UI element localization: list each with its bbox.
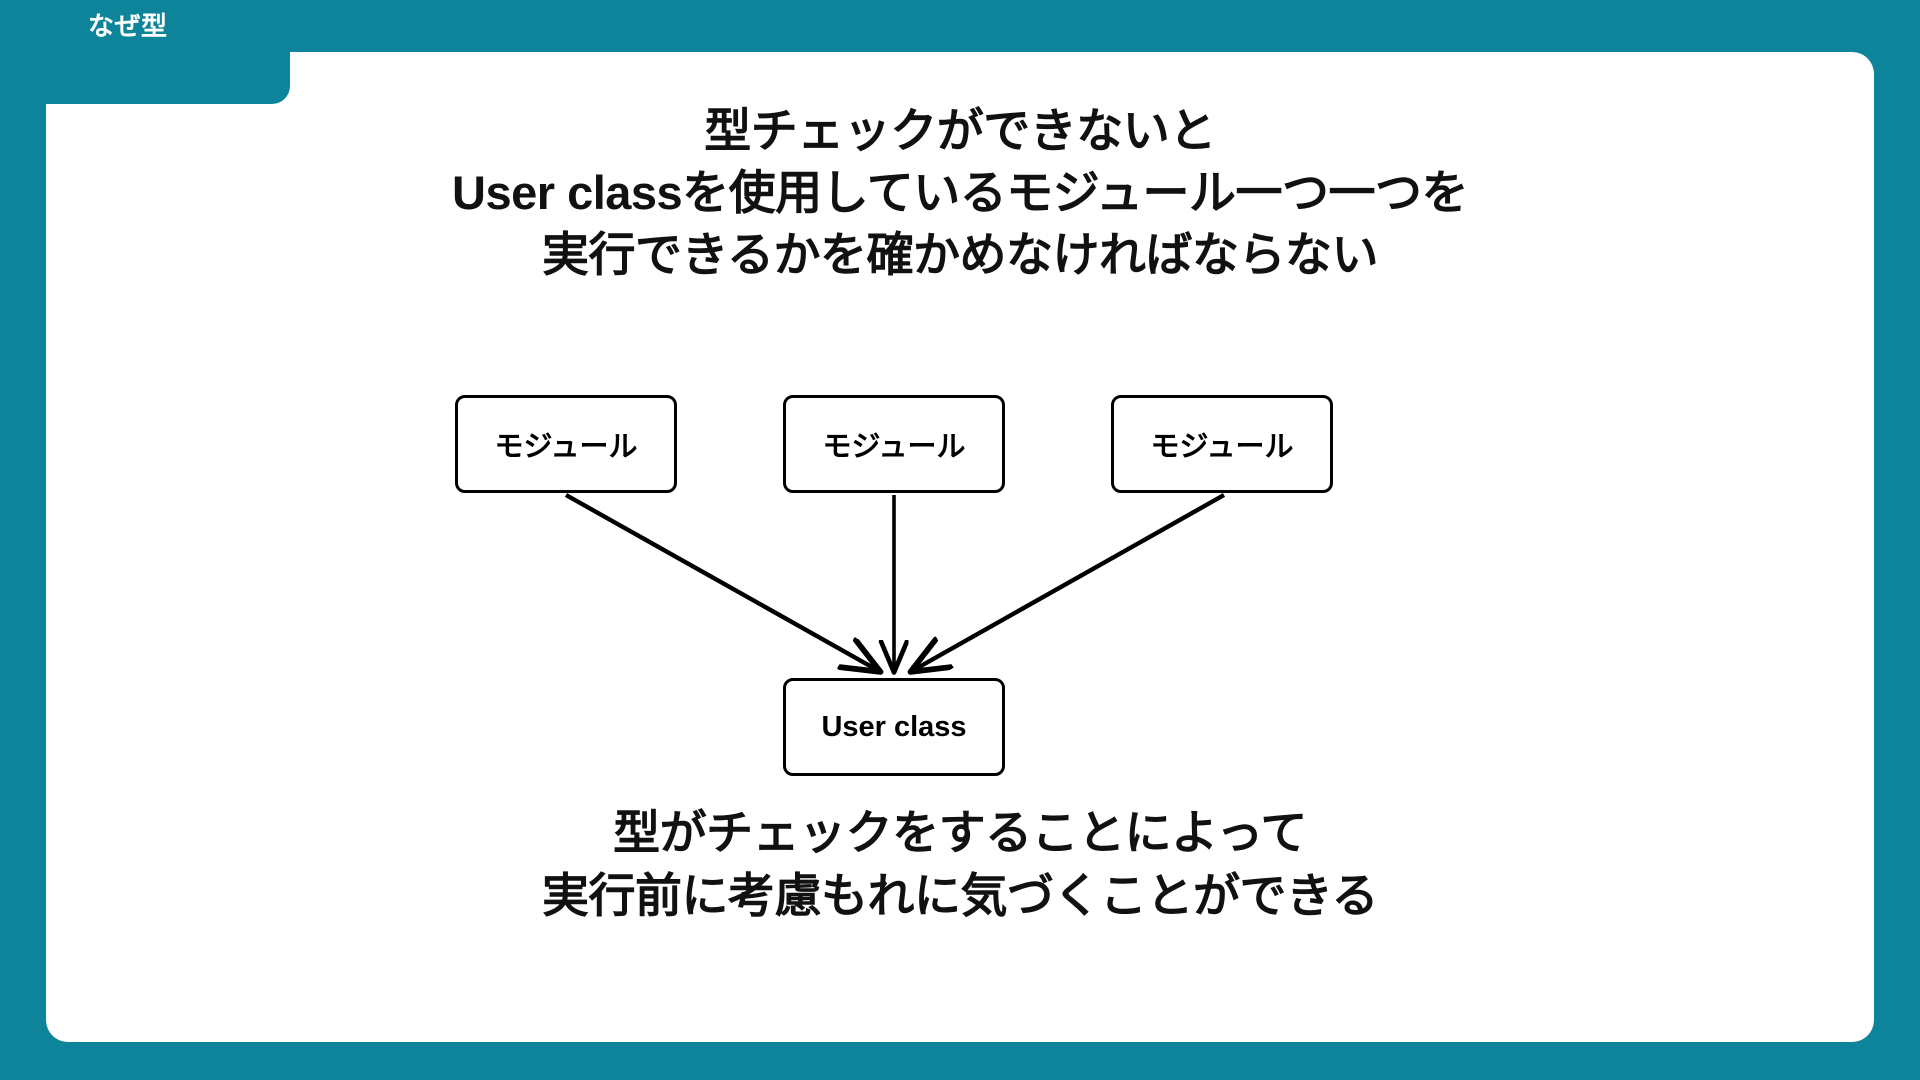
- diagram-node-module-1: モジュール: [455, 395, 677, 493]
- diagram-node-module-2-label: モジュール: [822, 431, 966, 463]
- diagram-node-user-class: User class: [783, 678, 1005, 776]
- edge-module3-to-userclass: [912, 493, 1226, 671]
- diagram-node-module-1-label: モジュール: [494, 431, 638, 463]
- diagram-node-user-class-label: User class: [821, 710, 967, 743]
- section-tab-label: なぜ型: [88, 11, 168, 41]
- footer-block: 型がチェックをすることによって 実行前に考慮もれに気づくことができる: [46, 802, 1874, 928]
- headline-line-3: 実行できるかを確かめなければならない: [541, 228, 1379, 282]
- headline-line-2: User classを使用しているモジュール一つ一つを: [452, 166, 1468, 220]
- headline-block: 型チェックができないと User classを使用しているモジュール一つ一つを …: [46, 100, 1874, 286]
- footer-line-1: 型がチェックをすることによって: [613, 806, 1307, 860]
- diagram-node-module-2: モジュール: [783, 395, 1005, 493]
- section-tab: なぜ型: [0, 0, 290, 104]
- headline-line-1: 型チェックができないと: [704, 104, 1216, 157]
- content-card: 型チェックができないと User classを使用しているモジュール一つ一つを …: [46, 52, 1874, 1042]
- footer-line-2: 実行前に考慮もれに気づくことができる: [541, 869, 1379, 923]
- diagram-node-module-3: モジュール: [1111, 395, 1333, 493]
- diagram-node-module-3-label: モジュール: [1150, 431, 1294, 463]
- edge-module1-to-userclass: [564, 493, 879, 671]
